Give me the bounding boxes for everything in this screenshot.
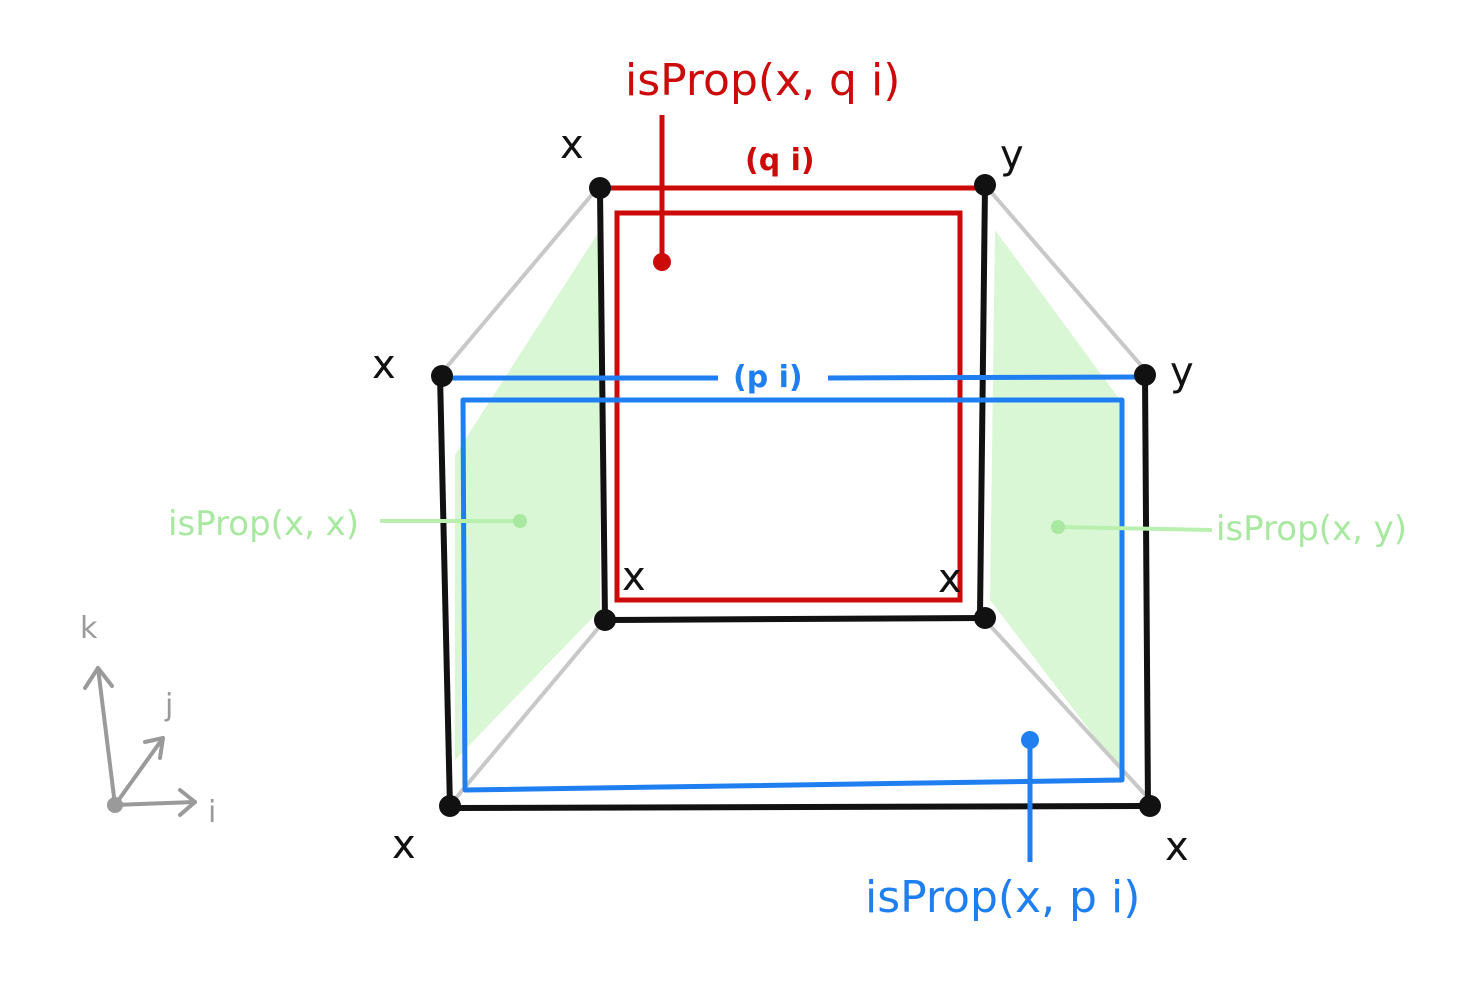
- callout-green-left: isProp(x, x): [168, 504, 359, 544]
- vertex-bottom-right: [1139, 795, 1161, 817]
- green-right-callout-line: [1057, 525, 1213, 532]
- axis-label-k: k: [80, 611, 98, 646]
- label-mid-right: y: [1170, 349, 1194, 395]
- vertex-inner-right: [974, 607, 996, 629]
- label-inner-left: x: [622, 554, 646, 600]
- red-face: [614, 210, 963, 603]
- blue-edge-right: [827, 374, 1146, 381]
- green-left-callout-dot: [513, 514, 527, 528]
- left-face-fill: [455, 230, 600, 760]
- red-callout-dot: [653, 253, 671, 271]
- vertex-mid-left: [431, 365, 453, 387]
- edge-label-middle: (p i): [733, 360, 803, 395]
- vertex-top-left: [589, 177, 611, 199]
- callout-red: isProp(x, q i): [625, 55, 900, 106]
- vertices: [431, 174, 1161, 817]
- label-bottom-right: x: [1165, 824, 1189, 870]
- label-bottom-left: x: [392, 822, 416, 868]
- axis-label-j: j: [164, 688, 173, 723]
- label-top-left: x: [560, 122, 584, 168]
- callout-blue: isProp(x, p i): [865, 872, 1140, 923]
- label-top-right: y: [1000, 132, 1024, 178]
- label-inner-right: x: [938, 556, 962, 602]
- edge-label-top: (q i): [745, 143, 815, 178]
- axes-indicator: [83, 666, 197, 817]
- axes-origin: [107, 797, 123, 813]
- callout-green-right: isProp(x, y): [1216, 509, 1407, 549]
- vertex-bottom-left: [439, 795, 461, 817]
- right-face-fill: [990, 230, 1120, 770]
- blue-face: [460, 397, 1125, 793]
- vertex-inner-left: [594, 609, 616, 631]
- label-mid-left: x: [372, 342, 396, 388]
- green-right-callout-dot: [1051, 520, 1065, 534]
- vertex-mid-right: [1134, 364, 1156, 386]
- blue-callout-dot: [1021, 731, 1039, 749]
- vertex-top-right: [974, 174, 996, 196]
- axis-label-i: i: [208, 795, 216, 830]
